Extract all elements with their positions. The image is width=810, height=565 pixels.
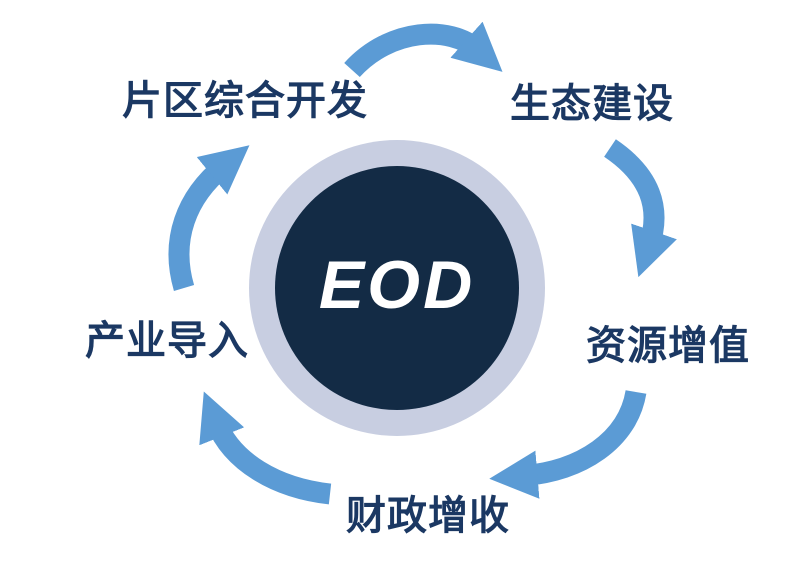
node-label-industry-introduction: 产业导入 <box>85 319 249 363</box>
center-label: EOD <box>318 246 476 323</box>
node-label-district-development: 片区综合开发 <box>122 79 368 123</box>
node-label-ecological-construction: 生态建设 <box>510 82 674 126</box>
arrow-fiscal-to-industry-icon <box>199 391 332 505</box>
arrow-development-to-ecology-icon <box>344 21 503 78</box>
arrow-resource-to-fiscal-icon <box>489 389 647 499</box>
arrow-ecology-to-resource-icon <box>603 139 677 278</box>
node-label-fiscal-revenue-growth: 财政增收 <box>346 494 510 538</box>
arrow-industry-to-development-icon <box>168 145 250 291</box>
node-label-resource-appreciation: 资源增值 <box>586 324 750 368</box>
center-circle <box>275 166 519 410</box>
